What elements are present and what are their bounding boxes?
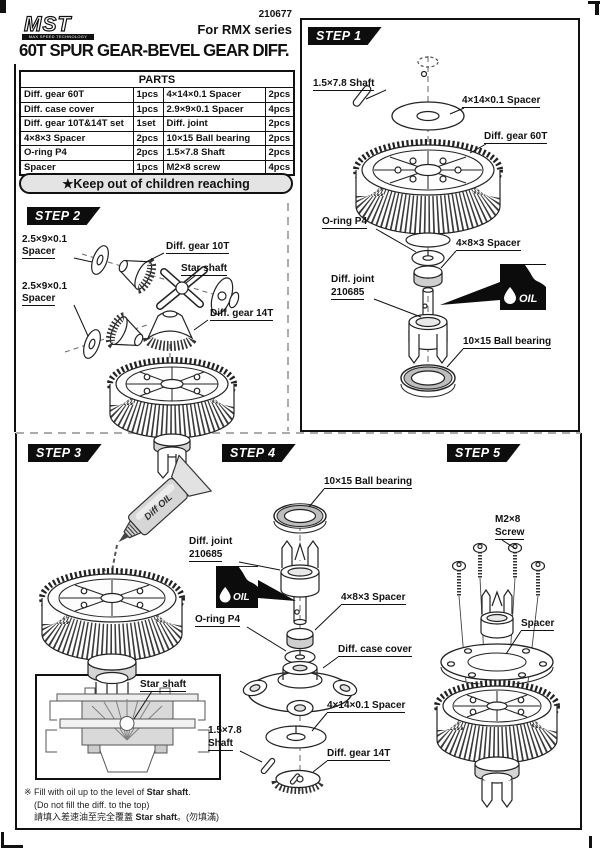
footnote-line3: 請填入差速油至完全覆蓋 Star shaft。(勿填滿) [34, 812, 220, 822]
part-qty: 2pcs [132, 145, 164, 161]
step4-banner: STEP 4 [222, 444, 296, 462]
print-mark-bottom-right [589, 836, 592, 848]
label-case-cover: Diff. case cover [338, 644, 412, 657]
label-gear-60t: Diff. gear 60T [484, 131, 548, 144]
print-mark-top-right [588, 1, 600, 4]
label-diff-joint-number: 210685 [189, 549, 223, 562]
m2x8-screws [451, 542, 546, 683]
step1-diagram [352, 56, 503, 398]
step4-diagram [238, 488, 358, 795]
print-mark-top-right-v [595, 1, 599, 15]
series-label: For RMX series [197, 22, 292, 37]
label-spacer-2.5x9: 2.5×9×0.1 [22, 281, 68, 292]
part-name: Diff. gear 10T&14T set [19, 116, 134, 132]
print-mark-top-left [0, 0, 6, 13]
parts-header-row: PARTS [19, 70, 295, 88]
step5-diagram [434, 539, 560, 809]
page-title: 60T SPUR GEAR-BEVEL GEAR DIFF. [19, 40, 290, 60]
part-qty: 1pcs [132, 87, 164, 103]
part-name: 4×8×3 Spacer [19, 130, 134, 146]
step2-banner: STEP 2 [27, 207, 101, 225]
oil-icon: OIL [216, 566, 258, 608]
frame-lines [14, 64, 581, 434]
part-number: 210677 [258, 9, 292, 20]
print-mark-bottom-left-v [1, 832, 4, 848]
print-mark-bottom-left-h [1, 845, 23, 848]
part-name: 1.5×7.8 Shaft [162, 145, 266, 161]
oil-icon-graphic [216, 566, 258, 608]
part-name: Diff. gear 60T [19, 87, 134, 103]
label-spacer-2.5x9-line2: Spacer [22, 293, 56, 306]
label-spacer: Spacer [521, 618, 555, 631]
label-diff-joint: Diff. joint [331, 274, 375, 285]
oil-icon-label: OIL [233, 592, 250, 603]
label-star-shaft-inset: Star shaft [140, 679, 187, 692]
label-spacer-4x8x3: 4×8×3 Spacer [341, 592, 406, 605]
cross-section-diagram [45, 687, 210, 773]
label-spacer-2.5x9-line2: Spacer [22, 246, 56, 259]
label-ball-bearing: 10×15 Ball bearing [463, 336, 552, 349]
part-name: 2.9×9×0.1 Spacer [162, 101, 266, 117]
part-name: 10×15 Ball bearing [162, 130, 266, 146]
step3-diagram: Diff OIL [39, 454, 213, 710]
part-qty: 2pcs [264, 116, 295, 132]
label-oring-p4: O-ring P4 [195, 614, 241, 627]
label-shaft-line2: Shaft [208, 738, 233, 751]
part-qty: 2pcs [264, 130, 295, 146]
part-qty: 2pcs [132, 130, 164, 146]
oil-icon: OIL [500, 264, 546, 310]
footnote-line2: (Do not fill the diff. to the top) [34, 799, 150, 810]
footnote-line1: ※ Fill with oil up to the level of Star … [24, 787, 191, 797]
part-name: Diff. case cover [19, 101, 134, 117]
mst-logo-tagline: MAX SPEED TECHNOLOGY [22, 34, 94, 40]
part-qty: 1set [132, 116, 164, 132]
part-qty: 1pcs [132, 101, 164, 117]
label-spacer-4x14: 4×14×0.1 Spacer [327, 700, 406, 713]
mst-logo-text: MST [23, 12, 73, 36]
label-m2x8-screw: M2×8 [495, 514, 521, 525]
mst-logo: MST [22, 12, 96, 41]
step3-banner: STEP 3 [28, 444, 102, 462]
svg-text:MST: MST [24, 13, 73, 36]
warning-banner: ★Keep out of children reaching [19, 173, 293, 194]
label-star-shaft: Star shaft [181, 263, 228, 276]
label-gear-14t: Diff. gear 14T [210, 308, 274, 321]
label-shaft: 1.5×7.8 Shaft [313, 78, 375, 91]
parts-title: PARTS [19, 70, 295, 88]
bottom-panel [15, 433, 582, 830]
part-name: Diff. joint [162, 116, 266, 132]
part-qty: 2pcs [264, 145, 295, 161]
label-spacer-2.5x9: 2.5×9×0.1 [22, 234, 68, 245]
step1-panel [300, 18, 580, 432]
label-shaft: 1.5×7.8 [208, 725, 242, 736]
label-spacer-4x8x3: 4×8×3 Spacer [456, 238, 521, 251]
label-m2x8-screw-line2: Screw [495, 527, 525, 540]
label-ball-bearing: 10×15 Ball bearing [324, 476, 413, 489]
label-spacer-4x14: 4×14×0.1 Spacer [462, 95, 541, 108]
label-gear-14t: Diff. gear 14T [327, 748, 391, 761]
label-gear-10t: Diff. gear 10T [166, 241, 230, 254]
step2-diagram [64, 245, 240, 479]
step5-banner: STEP 5 [447, 444, 521, 462]
part-qty: 4pcs [264, 101, 295, 117]
label-oring-p4: O-ring P4 [322, 216, 368, 229]
label-diff-joint-number: 210685 [331, 287, 365, 300]
oil-icon-label: OIL [519, 293, 538, 305]
part-qty: 2pcs [264, 87, 295, 103]
part-name: O-ring P4 [19, 145, 134, 161]
part-name: 4×14×0.1 Spacer [162, 87, 266, 103]
footnote: ※ Fill with oil up to the level of Star … [24, 786, 284, 824]
step1-banner: STEP 1 [308, 27, 382, 45]
oil-icon-graphic [500, 264, 546, 310]
label-diff-joint: Diff. joint [189, 536, 233, 547]
